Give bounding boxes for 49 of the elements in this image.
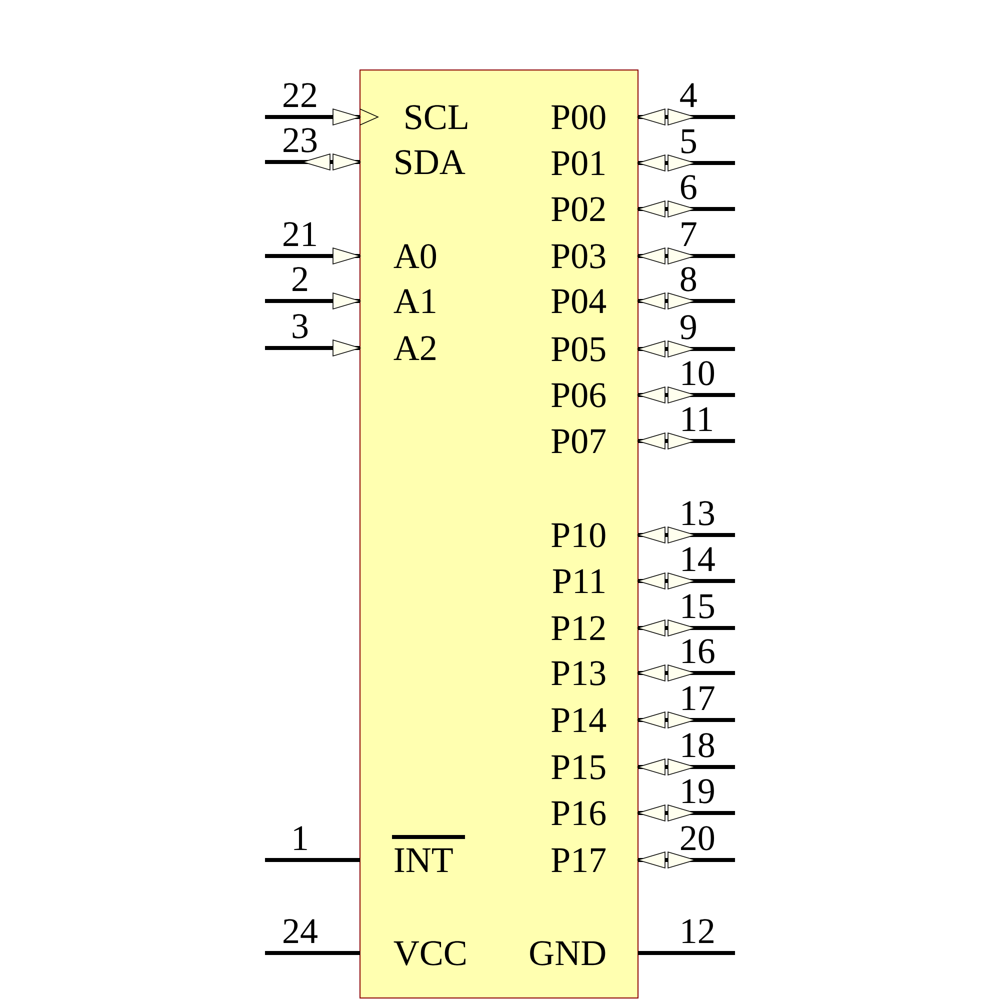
pin-name: SCL [406, 105, 468, 130]
pin-name: P16 [552, 801, 606, 826]
pin-name: P15 [552, 755, 606, 780]
pin-number: 3 [292, 314, 308, 338]
pin-name: P14 [552, 708, 606, 732]
pin-number: 10 [682, 361, 714, 386]
pin-name: P11 [552, 569, 604, 593]
pin-number: 19 [682, 779, 714, 804]
pin-number: 12 [682, 919, 714, 944]
pin-name: GND [530, 941, 606, 966]
pin-number: 7 [682, 222, 696, 246]
pin-name: A2 [394, 336, 436, 360]
pin-number: 6 [680, 175, 696, 200]
pin-number: 8 [680, 267, 696, 292]
pin-name: P07 [552, 429, 606, 454]
pin-number: 9 [680, 315, 696, 340]
pin-number: 14 [682, 547, 715, 571]
pin-number: 1 [294, 826, 307, 850]
pin-number: 17 [682, 686, 714, 710]
pin-name: INT [392, 835, 465, 872]
pin-name: VCC [394, 941, 466, 966]
pin-number: 24 [284, 919, 318, 944]
pin-number: 13 [682, 501, 714, 526]
pin-name: P01 [552, 151, 604, 176]
pin-name: P10 [552, 523, 606, 548]
pin-name: P04 [552, 289, 606, 314]
pin-name: P13 [552, 661, 606, 686]
pin-number: 15 [682, 594, 714, 618]
pin-number: 18 [682, 733, 714, 758]
pin-number: 22 [284, 83, 316, 107]
pin-name: P12 [552, 616, 605, 640]
pin-number: 23 [284, 128, 317, 152]
pin-name: SDA [396, 150, 466, 174]
pin-number: 4 [680, 83, 697, 107]
pin-name: P05 [552, 337, 606, 362]
pin-name: A1 [394, 289, 436, 313]
pin-number: 21 [284, 222, 316, 246]
ic-body [360, 70, 638, 999]
pin-number: 11 [682, 407, 712, 431]
pin-name: P03 [552, 244, 606, 268]
pin-name: P06 [552, 383, 606, 408]
pin-name: P17 [552, 848, 606, 872]
pin-name: P02 [552, 197, 605, 222]
pin-name: P00 [552, 105, 606, 130]
pin-number: 20 [680, 826, 714, 850]
pin-number: 2 [292, 267, 308, 291]
pin-number: 5 [682, 129, 696, 154]
pin-name: A0 [394, 244, 436, 268]
pin-number: 16 [682, 639, 714, 664]
